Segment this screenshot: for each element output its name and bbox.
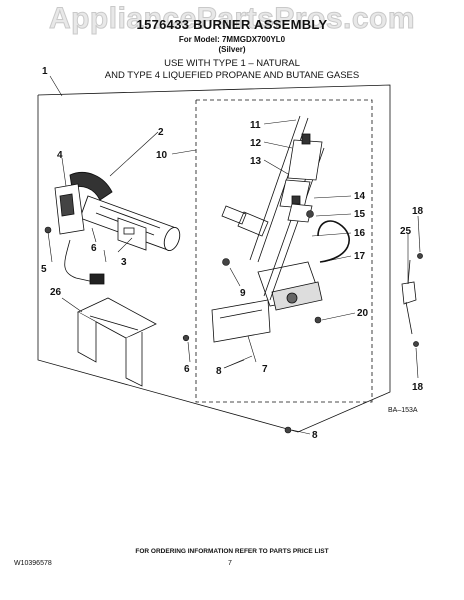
callout-20: 20 — [357, 308, 369, 319]
callout-15: 15 — [354, 209, 366, 220]
color-line: (Silver) — [218, 45, 246, 54]
screws — [44, 210, 423, 434]
valve-box-outline — [195, 99, 373, 403]
callout-26: 26 — [50, 287, 62, 298]
callout-8b: 8 — [312, 430, 318, 441]
callout-14: 14 — [354, 191, 366, 202]
callout-18a: 18 — [412, 206, 424, 217]
support-bracket — [77, 297, 157, 387]
callout-3: 3 — [121, 257, 127, 268]
ordering-note: FOR ORDERING INFORMATION REFER TO PARTS … — [135, 548, 329, 555]
nozzle — [221, 205, 247, 225]
callout-numbers: 1 2 10 4 6 3 5 26 11 12 13 14 15 16 17 9… — [41, 66, 424, 441]
gas-type-line-2: AND TYPE 4 LIQUEFIED PROPANE AND BUTANE … — [104, 70, 360, 81]
page-number: 7 — [228, 560, 232, 567]
callout-25: 25 — [400, 226, 412, 237]
callout-10: 10 — [156, 150, 168, 161]
igniter-bracket — [54, 183, 105, 285]
callout-13: 13 — [250, 156, 262, 167]
callout-1: 1 — [42, 66, 48, 77]
callout-6b: 6 — [184, 364, 190, 375]
document-number: W10396578 — [14, 560, 52, 567]
flame-sensor-clip — [401, 259, 417, 335]
callout-4: 4 — [57, 150, 63, 161]
callout-18b: 18 — [412, 382, 424, 393]
mounting-bracket — [117, 217, 147, 251]
callout-5: 5 — [41, 264, 47, 275]
callout-2: 2 — [158, 127, 164, 138]
leader-lines — [47, 75, 421, 435]
callout-6: 6 — [91, 243, 97, 254]
callout-9: 9 — [240, 288, 246, 299]
model-line: For Model: 7MMGDX700YL0 — [178, 35, 286, 44]
callout-7: 7 — [262, 364, 268, 375]
valve-coils — [279, 133, 323, 223]
callout-17: 17 — [354, 251, 366, 262]
callout-16: 16 — [354, 228, 366, 239]
watermark: AppliancePartsPros.com — [48, 2, 416, 36]
valve-bracket — [211, 299, 271, 343]
callout-8a: 8 — [216, 366, 222, 377]
page-title: 1576433 BURNER ASSEMBLY — [136, 17, 328, 32]
gas-type-line-1: USE WITH TYPE 1 – NATURAL — [164, 58, 300, 69]
callout-11: 11 — [250, 120, 261, 131]
gas-pipe — [317, 220, 350, 263]
orifice — [237, 211, 269, 237]
callout-12: 12 — [250, 138, 262, 149]
assembly-outline — [37, 84, 391, 433]
figure-code: BA–153A — [388, 407, 418, 414]
